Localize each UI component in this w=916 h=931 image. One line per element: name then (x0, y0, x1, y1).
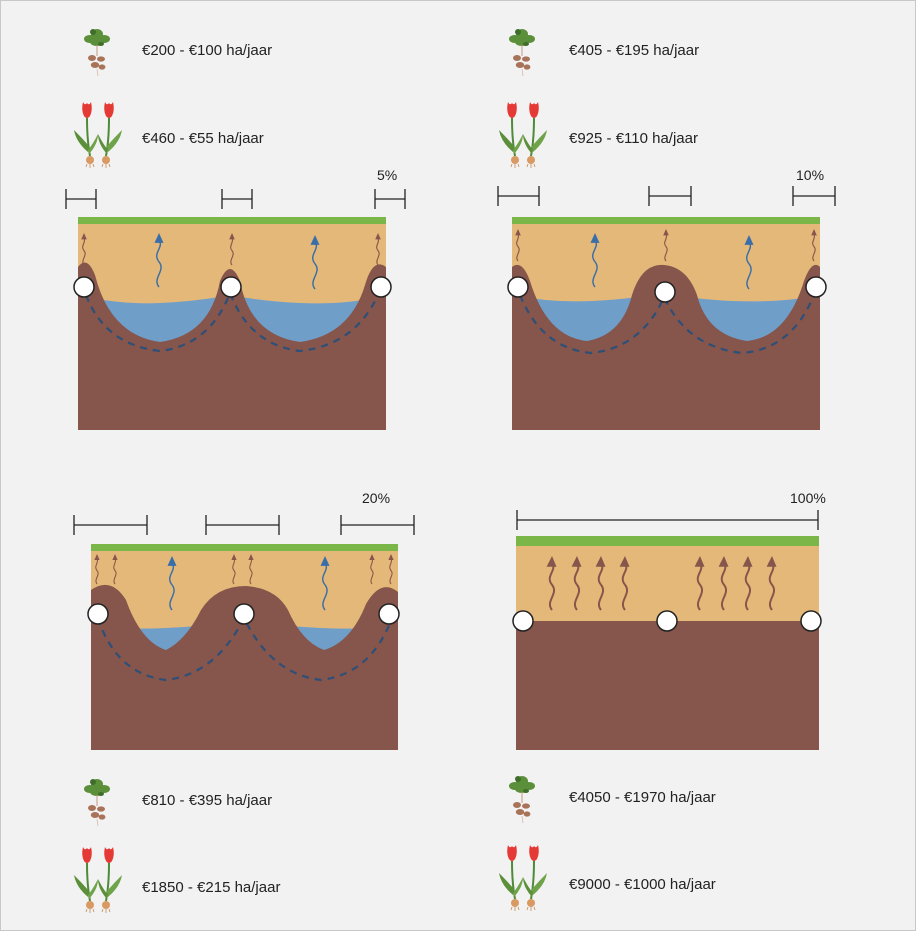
potato-plant-icon (80, 776, 114, 828)
scenario-4-diagram (512, 510, 822, 750)
soil-layer (78, 262, 386, 430)
scenario-1-percentage: 5% (377, 167, 398, 183)
soil-layer (516, 621, 819, 750)
width-markers (73, 515, 415, 535)
width-markers (65, 189, 406, 209)
scenario-4-flower-price: €9000 - €1000 ha/jaar (569, 876, 716, 893)
scenario-3-percentage: 20% (362, 490, 391, 506)
scenario-2-flower-price: €925 - €110 ha/jaar (569, 130, 698, 147)
scenario-1-flower-price: €460 - €55 ha/jaar (142, 130, 264, 147)
scenario-3-flower-price: €1850 - €215 ha/jaar (142, 879, 281, 896)
scenario-2-crop-price: €405 - €195 ha/jaar (569, 42, 700, 59)
drain-flow-line (518, 294, 816, 355)
soil-layer (91, 584, 398, 750)
scenario-2-percentage: 10% (796, 167, 825, 183)
width-markers (516, 510, 819, 530)
tulip-icon (497, 100, 549, 168)
scenario-1-diagram (65, 189, 406, 430)
drain-pipes (73, 276, 392, 298)
potato-plant-icon (505, 773, 539, 825)
scenario-1-crop-price: €200 - €100 ha/jaar (142, 42, 273, 59)
potato-plant-icon (505, 26, 539, 78)
tulip-icon (497, 843, 549, 911)
tulip-icon (72, 845, 124, 913)
grass-strip (516, 536, 819, 546)
drain-pipes (512, 610, 822, 632)
width-markers (497, 186, 836, 206)
potato-plant-icon (80, 26, 114, 78)
grass-strip (91, 544, 398, 551)
scenario-4-percentage: 100% (790, 490, 826, 506)
grass-strip (78, 217, 386, 224)
scenario-2-diagram (497, 186, 836, 430)
scenario-3-crop-price: €810 - €395 ha/jaar (142, 792, 273, 809)
scenario-4-crop-price: €4050 - €1970 ha/jaar (569, 789, 716, 806)
soil-layer (512, 264, 820, 430)
drain-pipes (507, 276, 827, 303)
scenario-3-diagram (73, 515, 415, 750)
drain-flow-line (84, 289, 379, 353)
tulip-icon (72, 100, 124, 168)
grass-strip (512, 217, 820, 224)
drain-pipes (87, 603, 400, 625)
